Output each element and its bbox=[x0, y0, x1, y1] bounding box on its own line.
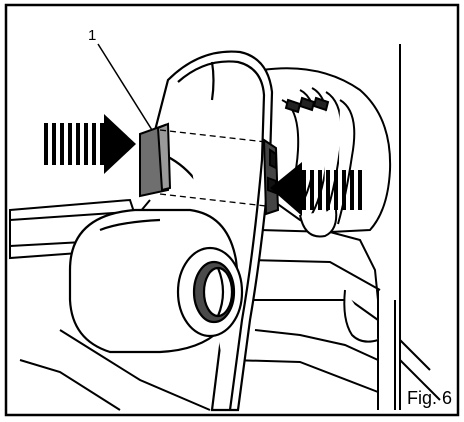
round-knob bbox=[68, 208, 244, 354]
release-tab bbox=[139, 122, 172, 198]
push-arrow-right bbox=[270, 162, 362, 216]
dashed-reference-lines bbox=[159, 129, 267, 207]
callout-leader bbox=[97, 43, 153, 131]
callout-number: 1 bbox=[88, 27, 96, 44]
figure-caption: Fig. 6 bbox=[407, 388, 452, 408]
right-release-button bbox=[262, 138, 280, 216]
machine-body bbox=[19, 44, 441, 411]
push-arrow-left bbox=[44, 114, 136, 174]
